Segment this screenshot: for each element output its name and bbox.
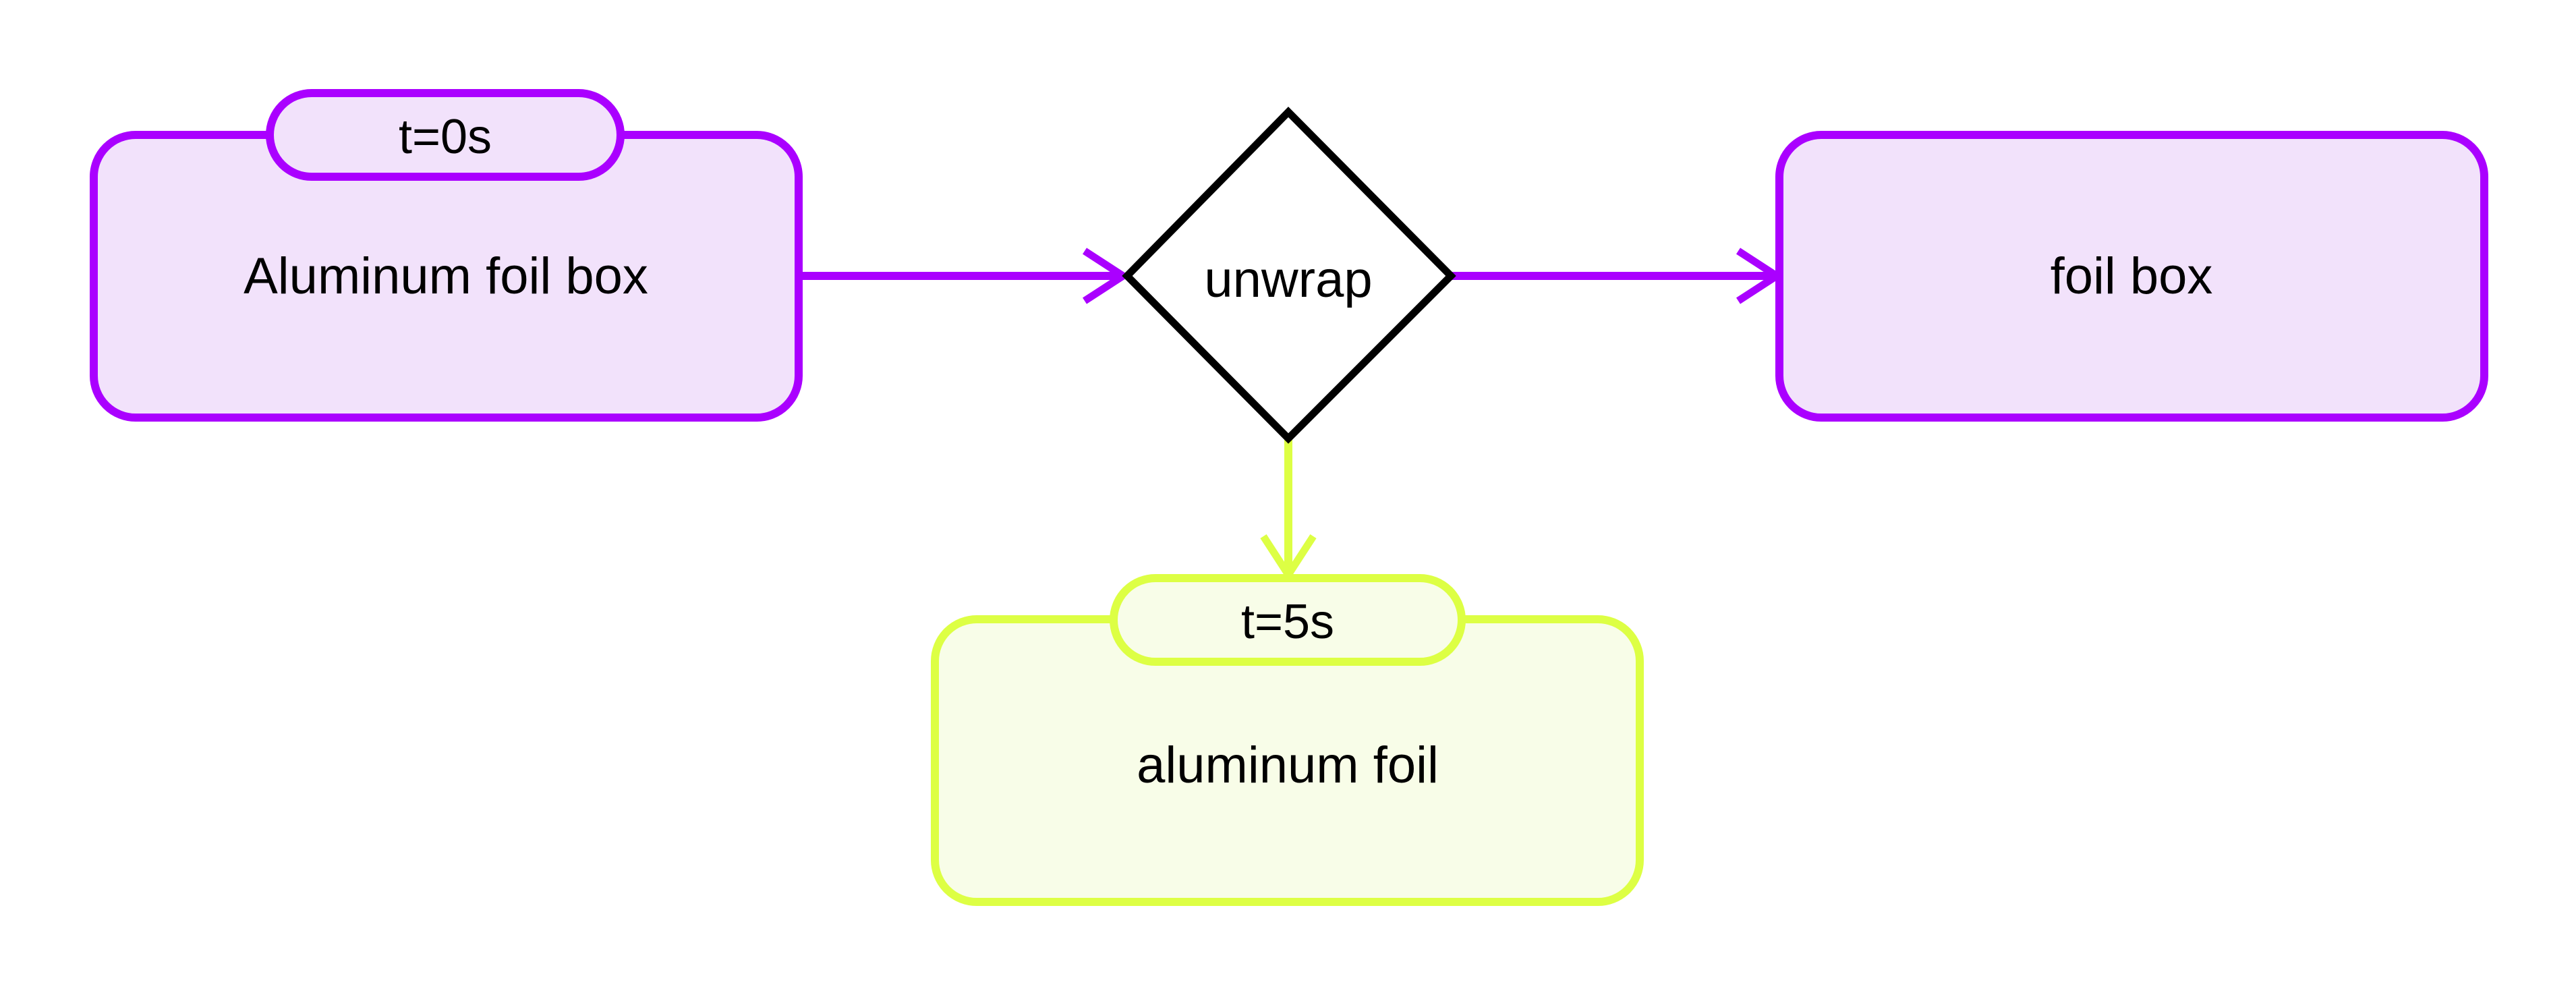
edge-process-to-output-main xyxy=(1451,248,1784,304)
node-process-label: unwrap xyxy=(1204,251,1372,308)
time-tag-output-side-label: t=5s xyxy=(1241,595,1334,649)
node-output-main[interactable]: foil box xyxy=(1775,131,2488,422)
node-source[interactable]: Aluminum foil box t=0s xyxy=(90,89,803,422)
time-tag-source-label: t=0s xyxy=(399,110,492,164)
node-source-label: Aluminum foil box xyxy=(244,248,648,305)
edge-process-to-output-side xyxy=(1260,440,1317,582)
node-output-side[interactable]: aluminum foil t=5s xyxy=(931,574,1644,906)
node-process[interactable]: unwrap xyxy=(1122,107,1456,444)
time-tag-output-side: t=5s xyxy=(1110,574,1466,666)
time-tag-source: t=0s xyxy=(266,89,625,181)
node-output-side-label: aluminum foil xyxy=(1137,737,1439,794)
node-output-main-label: foil box xyxy=(2051,248,2213,305)
edge-source-to-process xyxy=(799,248,1130,304)
